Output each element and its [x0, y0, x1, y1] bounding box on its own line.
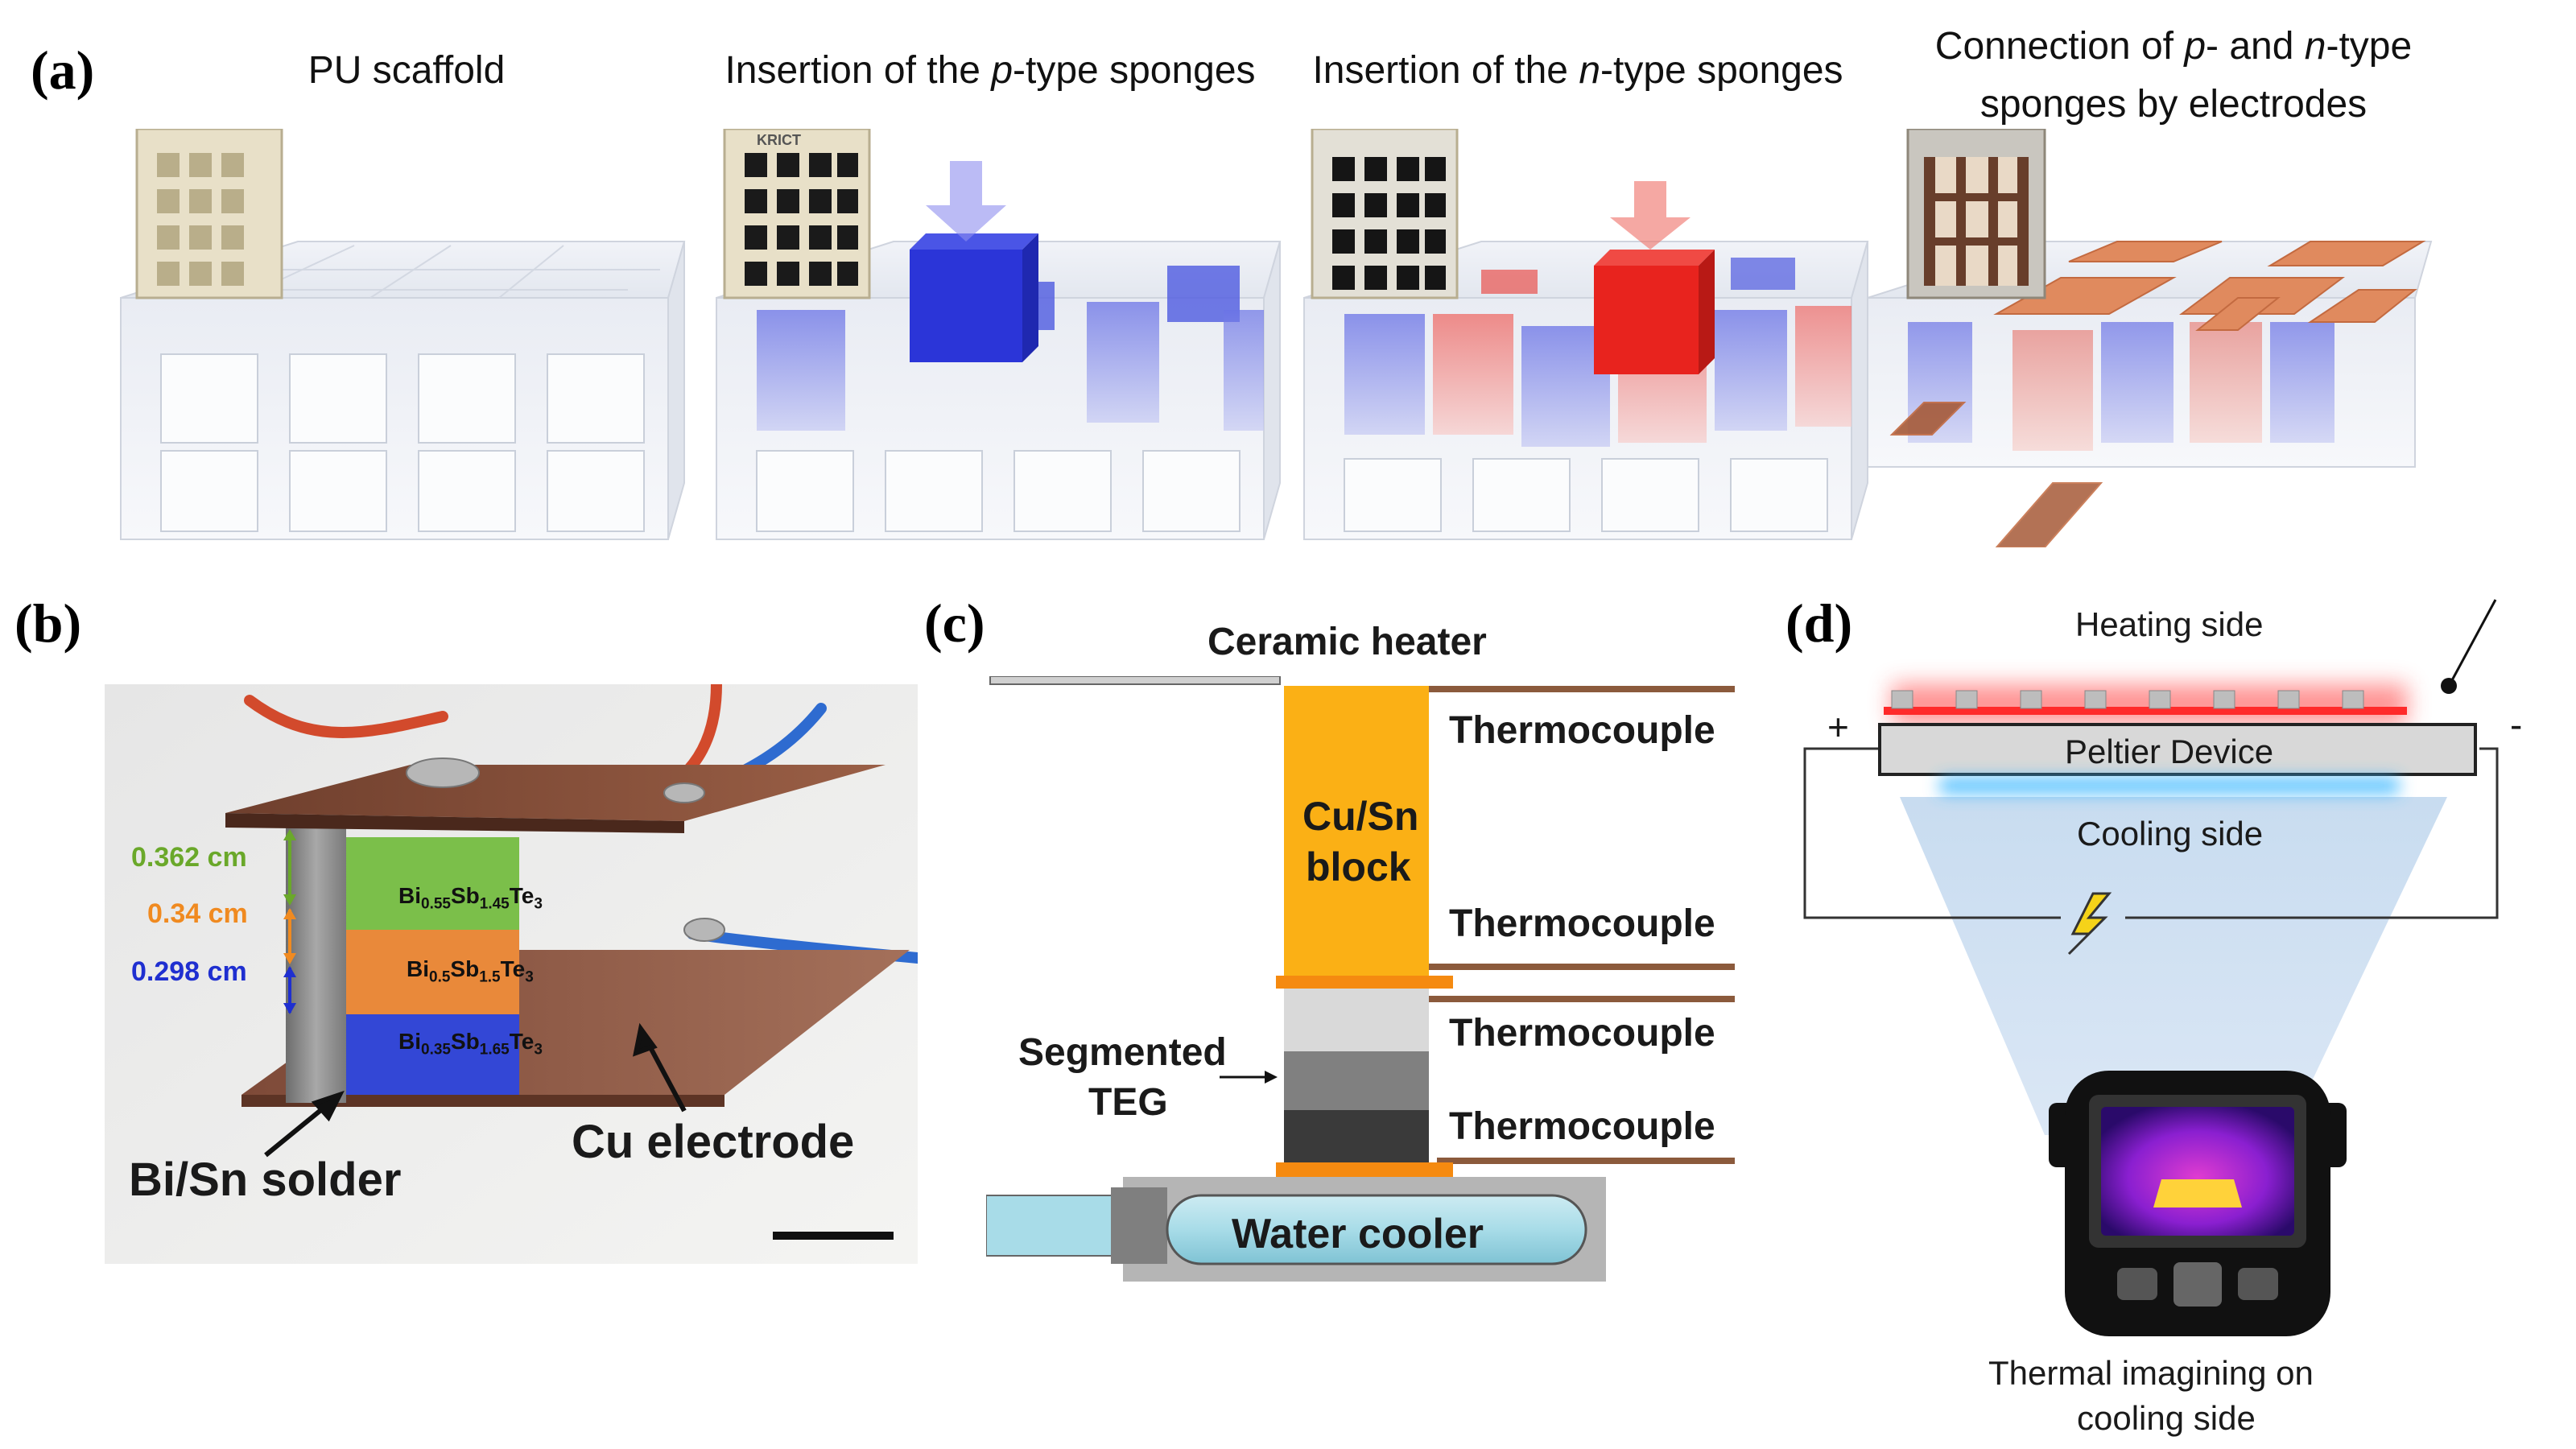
thermocouple-label-1: Thermocouple [1449, 709, 1715, 752]
insertion-arrow-red [1610, 181, 1690, 250]
heater-fins [1891, 690, 2364, 709]
peltier-device-label: Peltier Device [2065, 733, 2274, 770]
dimension-middle: 0.34 cm [147, 898, 248, 929]
panel-c-label: (c) [924, 592, 985, 654]
dimension-bottom: 0.298 cm [131, 956, 247, 987]
lightning-icon [2067, 892, 2112, 956]
solder-layers [1276, 976, 1453, 1177]
segmented-teg [1284, 989, 1429, 1162]
imaging-beam [1900, 797, 2447, 1135]
heater-pointer [2441, 599, 2497, 694]
electrode-photo [1906, 129, 2046, 299]
connected-sponge-cells [1908, 322, 2334, 451]
camera-caption-line2: cooling side [2077, 1399, 2256, 1437]
layer-formula-top: Bi0.55Sb1.45Te3 [398, 883, 543, 913]
camera-caption-line1: Thermal imagining on [1988, 1354, 2314, 1392]
ceramic-heater-plate [989, 676, 1281, 685]
thermocouple-wires [1284, 686, 1735, 1164]
segmented-teg-photo [105, 684, 918, 1264]
scaffold-photo [135, 129, 283, 299]
p-type-insertion-diagram: KRICT [716, 129, 1282, 540]
pu-scaffold-diagram [120, 129, 686, 540]
step-2-title: Insertion of the p-type sponges [724, 49, 1256, 92]
thermocouple-label-3: Thermocouple [1449, 1012, 1715, 1055]
block-label-line2: block [1306, 844, 1411, 890]
minus-terminal: - [2510, 704, 2523, 745]
n-type-insertion-diagram [1303, 129, 1869, 540]
plus-terminal: + [1827, 706, 1849, 748]
krict-logo: KRICT [757, 132, 801, 148]
p-type-sponge-cube [910, 233, 1038, 362]
top-copper-electrode [225, 765, 886, 833]
n-type-sponge-cube [1594, 250, 1715, 374]
pointer-arrows [264, 1022, 687, 1158]
thermal-imaging-setup [1803, 599, 2499, 1336]
thermocouple-label-4: Thermocouple [1449, 1105, 1715, 1148]
layer-mid-orange [346, 930, 519, 1014]
cooling-side-label: Cooling side [2077, 815, 2264, 852]
dimension-brackets [283, 829, 296, 1014]
layer-formula-bottom: Bi0.35Sb1.65Te3 [398, 1029, 543, 1059]
n-type-photo [1311, 129, 1459, 299]
layer-formula-middle: Bi0.5Sb1.5Te3 [407, 956, 534, 986]
step-3-title: Insertion of the n-type sponges [1312, 49, 1843, 92]
thermocouple-label-2: Thermocouple [1449, 902, 1715, 945]
ceramic-heater-label: Ceramic heater [1208, 621, 1487, 663]
water-cooler-label: Water cooler [1232, 1211, 1484, 1257]
layer-top-green [346, 837, 519, 930]
thermal-camera-icon [2049, 1071, 2347, 1336]
teg-label-line2: TEG [1088, 1081, 1168, 1124]
cu-electrode-label: Cu electrode [572, 1116, 855, 1168]
heating-side-label: Heating side [2075, 605, 2264, 643]
circuit-wires [1803, 747, 2499, 919]
cu-sn-block [1284, 686, 1429, 976]
scale-bar [773, 1232, 894, 1240]
dimension-top: 0.362 cm [131, 842, 247, 873]
teg-pointer-arrow [1220, 1071, 1278, 1084]
step-1-title: PU scaffold [308, 49, 506, 92]
block-label-line1: Cu/Sn [1302, 794, 1419, 839]
water-cooler [986, 1177, 1606, 1282]
layer-bottom-blue [346, 1014, 519, 1095]
cooling-glow [1940, 778, 2399, 794]
insertion-arrow-blue [926, 161, 1006, 242]
bi-sn-solder-block [286, 825, 346, 1103]
panel-a-label: (a) [31, 39, 95, 101]
teg-label-line1: Segmented [1018, 1031, 1227, 1074]
heating-strip [1884, 707, 2407, 715]
panel-b-label: (b) [14, 592, 82, 654]
copper-electrodes [1889, 241, 2426, 547]
step-4-title: Connection of p- and n-type sponges by e… [1934, 25, 2413, 126]
peltier-device [1878, 723, 2477, 776]
panel-d-label: (d) [1785, 592, 1853, 654]
p-type-photo: KRICT [723, 129, 871, 299]
electrode-connection-diagram [1867, 129, 2433, 547]
bi-sn-solder-label: Bi/Sn solder [129, 1154, 402, 1206]
solder-joints [406, 758, 725, 942]
bi-te-sb-layers [346, 837, 519, 1095]
measurement-setup-diagram [986, 676, 1735, 1282]
